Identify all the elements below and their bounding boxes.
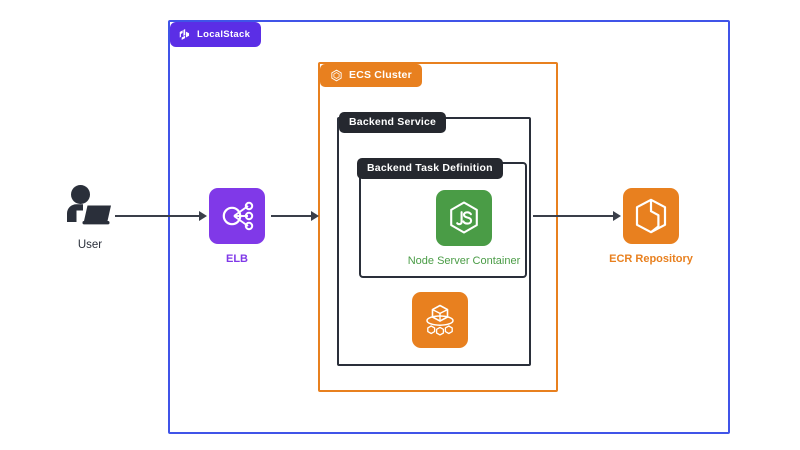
- ecs-cluster-icon: [330, 69, 343, 82]
- arrowhead-ecs-cluster-to-ecr: [613, 211, 621, 221]
- task-definition-label-badge: Backend Task Definition: [357, 158, 503, 179]
- ecs-task-icon: [419, 299, 461, 341]
- ecs-cluster-boundary: [318, 62, 558, 392]
- backend-service-label-badge: Backend Service: [339, 112, 447, 133]
- connector-elb-to-ecs-cluster: [271, 215, 315, 217]
- ecr-repository-tile: [623, 188, 679, 244]
- connector-user-to-elb: [115, 215, 203, 217]
- node-node-server-container: Node Server Container: [404, 190, 524, 267]
- task-definition-label-text: Backend Task Definition: [367, 162, 493, 174]
- user-at-laptop-icon: [61, 184, 119, 230]
- arrowhead-elb-to-ecs-cluster: [311, 211, 319, 221]
- node-server-tile: [436, 190, 492, 246]
- ecs-cluster-label-text: ECS Cluster: [349, 69, 412, 82]
- node-ecs-task: [412, 292, 468, 348]
- arrowhead-user-to-elb: [199, 211, 207, 221]
- node-user-label: User: [77, 239, 103, 251]
- node-user: User: [47, 184, 133, 252]
- node-ecr-repository: ECR Repository: [609, 188, 693, 265]
- ecs-cluster-label-badge: ECS Cluster: [320, 64, 422, 87]
- node-elb-label: ELB: [226, 253, 248, 265]
- ecs-task-tile: [412, 292, 468, 348]
- node-ecr-repository-label: ECR Repository: [609, 253, 693, 265]
- backend-service-label-text: Backend Service: [349, 116, 437, 128]
- localstack-boundary: [168, 20, 730, 434]
- nodejs-hexagon-icon: [444, 198, 484, 238]
- node-elb: ELB: [209, 188, 265, 265]
- elb-tile: [209, 188, 265, 244]
- localstack-label-badge: LocalStack: [170, 22, 262, 47]
- connector-ecs-cluster-to-ecr: [533, 215, 617, 217]
- ecr-cube-icon: [630, 195, 672, 237]
- localstack-label-text: LocalStack: [197, 28, 251, 40]
- elastic-load-balancer-icon: [217, 196, 257, 236]
- node-server-container-label: Node Server Container: [407, 255, 521, 267]
- localstack-logo-icon: [178, 28, 191, 41]
